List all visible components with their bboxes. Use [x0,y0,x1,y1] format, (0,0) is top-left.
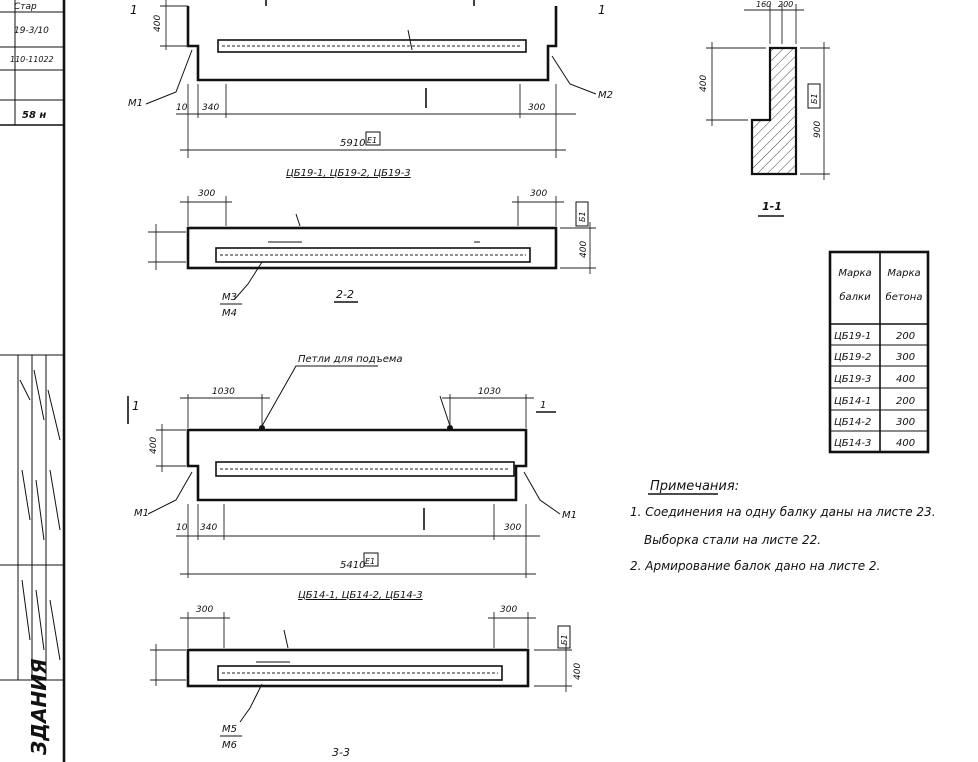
plan-bottom-label-m6: М6 [222,740,237,751]
plan-top-right-box: Б1 [578,211,587,222]
mid-section-mark-left: 1 [132,399,140,413]
stamp-vertical-text: ЗДАНИЯ [27,659,51,756]
mid-label-m1-right: М1 [562,510,577,521]
section-top-dim-2: 200 [778,0,793,9]
table-cell-concrete: 400 [896,374,915,385]
top-label-m2: М2 [598,90,613,101]
section-2-2-label: 2-2 [336,288,354,301]
table-cell-beam: ЦБ14-1 [834,396,871,407]
top-dim-10: 10 [176,103,188,113]
stamp-cell-4: 58 н [22,110,46,121]
top-section-mark-left: 1 [130,3,138,17]
table-cell-beam: ЦБ19-2 [834,352,871,363]
top-dim-340: 340 [202,103,219,113]
section-top-dim-1: 160 [756,0,771,9]
stamp-cell-2: 19-3/10 [14,26,49,36]
mid-total-length: 5410 [340,560,365,571]
note-item-2: 2. Армирование балок дано на листе 2. [630,559,880,573]
table-header-beam: Марка балки [838,268,871,303]
notes-block: Примечания: 1. Соединения на одну балку … [630,479,936,573]
mid-dim-10: 10 [176,523,188,533]
mid-caption: ЦБ14-1, ЦБ14-2, ЦБ14-3 [298,590,423,601]
table-cell-beam: ЦБ14-3 [834,438,871,449]
mid-dim-300: 300 [504,523,521,533]
table-header-concrete: Марка бетона [886,268,923,303]
table-cell-concrete: 300 [896,352,915,363]
beam-elevation-top: 400 М1 М2 1 1 10 340 300 5910 E1 ЦБ19-1,… [128,0,613,179]
top-section-mark-right: 1 [598,3,606,17]
mid-total-tag: E1 [365,557,375,566]
plan-top-dim-left: 300 [198,189,215,199]
top-label-m1: М1 [128,98,143,109]
notes-title: Примечания: [650,479,739,494]
top-dim-height: 400 [153,15,163,32]
plan-bottom-dim-right: 300 [500,605,517,615]
plan-top-label-m4: М4 [222,308,237,319]
section-1-1-detail: 160 200 400 900 Б1 1-1 [699,0,830,217]
beam-plan-top: 300 300 М3 М4 2-2 400 Б1 [148,189,596,319]
top-caption: ЦБ19-1, ЦБ19-2, ЦБ19-3 [286,168,411,179]
beam-elevation-middle: Петли для подъема 1030 1030 400 1 1 М1 М… [127,354,577,601]
lifting-loop-right [447,425,453,431]
table-cell-beam: ЦБ19-1 [834,331,871,342]
mid-dim-right: 1030 [478,387,501,397]
table-cell-concrete: 300 [896,417,915,428]
section-1-1-label: 1-1 [762,200,782,213]
table-cell-concrete: 400 [896,438,915,449]
note-item-1b: Выборка стали на листе 22. [644,533,821,547]
plan-top-right-dim: 400 [579,241,589,258]
beam-plan-bottom: 300 300 М5 М6 3-3 400 Б1 [150,605,583,759]
top-dim-300: 300 [528,103,545,113]
plan-bottom-dim-left: 300 [196,605,213,615]
section-right-box: Б1 [810,93,819,104]
mid-section-mark-right: 1 [540,400,546,411]
plan-bottom-right-box: Б1 [560,634,569,645]
stamp-cell-3: 110-11022 [10,55,54,64]
mid-dim-left: 1030 [212,387,235,397]
note-item-1: 1. Соединения на одну балку даны на лист… [630,505,936,519]
mid-dim-height: 400 [149,437,159,454]
table-cell-beam: ЦБ19-3 [834,374,871,385]
lifting-loops-note: Петли для подъема [298,354,403,365]
top-total-tag: E1 [367,136,377,145]
table-cell-beam: ЦБ14-2 [834,417,871,428]
title-stamp: Стар 19-3/10 110-11022 58 н ЗДАНИЯ [0,0,66,762]
table-cell-concrete: 200 [896,331,915,342]
table-cell-concrete: 200 [896,396,915,407]
section-right-dim: 900 [813,121,823,138]
stamp-cell-1: Стар [14,2,37,12]
mid-dim-340: 340 [200,523,217,533]
plan-bottom-label-m5: М5 [222,724,237,735]
plan-top-dim-right: 300 [530,189,547,199]
section-left-dim: 400 [699,75,709,92]
lifting-loop-left [259,425,265,431]
section-profile [750,46,798,176]
top-total-length: 5910 [340,138,365,149]
mid-label-m1-left: М1 [134,508,149,519]
plan-top-label-m3: М3 [222,292,237,303]
plan-bottom-right-dim: 400 [573,663,583,680]
section-3-3-label: 3-3 [332,746,350,759]
